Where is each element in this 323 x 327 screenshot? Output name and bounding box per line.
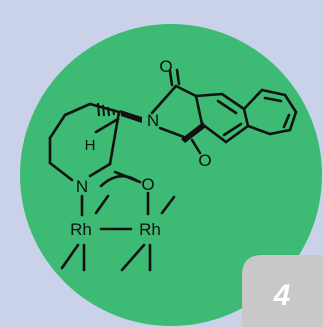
atom-rh-right: Rh (139, 220, 161, 239)
atom-h: H (85, 137, 96, 154)
bond-ring-b-3 (283, 93, 298, 114)
bond-ring-b-4 (288, 110, 298, 132)
bond-pip-6 (88, 162, 112, 178)
bond-co-bottom (190, 138, 202, 155)
bond-ring-a-inner-2 (222, 122, 243, 137)
bond-co-top-1 (168, 69, 174, 87)
atom-n-imide: N (147, 111, 159, 130)
stub-rh1-a (94, 194, 110, 215)
bond-ring-b-inner-2 (282, 113, 291, 129)
bond-pip-2 (63, 102, 92, 117)
bond-ring-b-5 (268, 128, 292, 136)
bold-fused-bond (181, 122, 206, 143)
atom-o-top: O (159, 57, 172, 76)
compound-number-badge: 4 (242, 255, 323, 327)
stub-rh2-b (120, 243, 146, 272)
bond-ring-a-2 (220, 92, 246, 111)
bond-ring-b-6 (246, 124, 272, 136)
green-disc (20, 24, 322, 326)
bond-pip-3 (48, 113, 67, 140)
bond-ring-a-3 (242, 107, 250, 128)
bold-wedge (120, 110, 142, 123)
hashed-wedge (97, 102, 115, 117)
bond-ring-a-1 (194, 92, 224, 98)
stub-rh2-a (160, 195, 176, 215)
bond-n-c1 (150, 84, 178, 115)
bond-ring-a-inner-1 (216, 99, 238, 115)
bond-ring-b-1 (242, 88, 264, 111)
bonds (48, 68, 298, 272)
atom-o-bottom: O (198, 151, 211, 170)
bond-ring-a-4 (224, 124, 250, 144)
bond-pip-5 (48, 161, 74, 182)
atom-rh-left: Rh (70, 220, 92, 239)
bond-ring-b-2 (260, 88, 287, 97)
bond-n-c3 (158, 126, 186, 139)
atom-n-lactam: N (76, 177, 88, 196)
badge-shape (242, 255, 323, 327)
bond-c1-c3a (174, 84, 198, 98)
bond-c-o-lactam (113, 170, 142, 184)
bond-ring-b-inner-1 (263, 96, 283, 103)
atom-o-lactam: O (141, 175, 154, 194)
bond-c3a-c7a (194, 94, 204, 126)
bond-co-top-2 (175, 68, 181, 86)
stub-rh1-b (60, 243, 80, 270)
bond-h (94, 117, 120, 134)
compound-number: 4 (273, 279, 291, 312)
